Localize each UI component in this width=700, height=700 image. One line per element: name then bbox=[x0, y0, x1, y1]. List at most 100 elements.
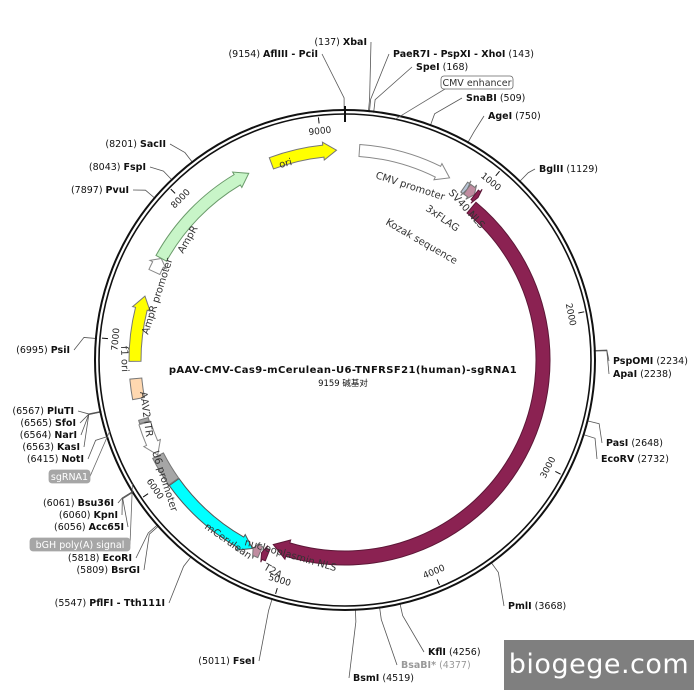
site-text-b: PflFI - Tth111I bbox=[89, 598, 165, 609]
site-pluti[interactable]: (6567) PluTI bbox=[12, 406, 74, 417]
tick-mark-5000 bbox=[275, 588, 278, 595]
site-text-b: (2238) bbox=[637, 369, 672, 380]
feature-t2a[interactable] bbox=[251, 541, 264, 559]
backbone-outer-ring bbox=[94, 109, 596, 611]
site-bsrgi[interactable]: (5809) BsrGI bbox=[76, 565, 140, 576]
site-apai[interactable]: ApaI (2238) bbox=[613, 369, 672, 380]
site-text-a: (6060) bbox=[59, 510, 94, 521]
site-pasi[interactable]: PasI (2648) bbox=[606, 438, 663, 449]
tick-mark-7000 bbox=[101, 337, 109, 340]
site-pflfi-tth111i[interactable]: (5547) PflFI - Tth111I bbox=[55, 598, 165, 609]
site-agei[interactable]: AgeI (750) bbox=[488, 111, 541, 122]
site-text-b: PsiI bbox=[51, 345, 70, 356]
feature-sgrna1[interactable] bbox=[138, 416, 150, 425]
feature-mcerulean[interactable] bbox=[168, 477, 254, 551]
feature-ampr[interactable] bbox=[155, 171, 250, 262]
site-nari[interactable]: (6564) NarI bbox=[20, 430, 77, 441]
site-ecori[interactable]: (5818) EcoRI bbox=[68, 553, 132, 564]
site-text-a: (137) bbox=[314, 37, 343, 48]
feature-cmv-promoter[interactable] bbox=[358, 143, 451, 181]
box-cmv-enhancer bbox=[440, 75, 514, 90]
feature-ampr-promoter[interactable] bbox=[148, 257, 168, 276]
site-leader-psii bbox=[73, 337, 97, 351]
box-label-bgh-poly-a-signal[interactable]: bGH poly(A) signal bbox=[36, 540, 125, 551]
site-leader-bsu36i bbox=[117, 490, 134, 504]
feature-bgh-poly-a-signal[interactable] bbox=[152, 452, 180, 486]
site-kasi[interactable]: (6563) KasI bbox=[22, 442, 80, 453]
site-leader-bsmi bbox=[348, 608, 357, 679]
site-pvui[interactable]: (7897) PvuI bbox=[71, 185, 129, 196]
site-noti[interactable]: (6415) NotI bbox=[27, 454, 84, 465]
feature-ori[interactable] bbox=[268, 141, 338, 170]
site-text-a: (7897) bbox=[71, 185, 106, 196]
site-text-a: EcoRV bbox=[601, 454, 635, 465]
site-text-b: (2732) bbox=[634, 454, 669, 465]
site-fsei[interactable]: (5011) FseI bbox=[198, 656, 255, 667]
site-text-b: FspI bbox=[124, 162, 146, 173]
site-leader-xbai bbox=[367, 41, 372, 113]
site-spei[interactable]: SpeI (168) bbox=[416, 62, 468, 73]
site-text-a: (5809) bbox=[76, 565, 111, 576]
box-label-sgrna1[interactable]: sgRNA1 bbox=[51, 472, 88, 483]
site-pmli[interactable]: PmlI (3668) bbox=[508, 601, 566, 612]
box-leader-sgrna1 bbox=[89, 431, 110, 477]
tick-mark-8000 bbox=[170, 188, 176, 194]
tick-label-9000: 9000 bbox=[308, 126, 332, 138]
site-fspi[interactable]: (8043) FspI bbox=[89, 162, 146, 173]
site-afliii-pcii[interactable]: (9154) AflIII - PciI bbox=[228, 49, 318, 60]
site-text-a: (6061) bbox=[43, 498, 78, 509]
feature-f1-ori[interactable] bbox=[128, 295, 151, 362]
site-psii[interactable]: (6995) PsiI bbox=[16, 345, 70, 356]
restriction-sites: (9154) AflIII - PciI(137) XbaI PaeR7I - P… bbox=[12, 37, 688, 684]
site-leader-agei bbox=[467, 115, 485, 144]
site-kfli[interactable]: KflI (4256) bbox=[428, 647, 481, 658]
site-leader-spei bbox=[373, 66, 413, 113]
feature-label-ori: ori bbox=[278, 157, 293, 171]
site-text-a: SnaBI bbox=[466, 93, 497, 104]
feature-label-aav2-itr: AAV2 ITR bbox=[137, 391, 154, 438]
site-text-b: PluTI bbox=[47, 406, 74, 417]
site-text-a: AgeI bbox=[488, 111, 512, 122]
plasmid-size: 9159 碱基对 bbox=[318, 378, 368, 389]
feature-label-3xflag: 3xFLAG bbox=[423, 203, 461, 234]
feature-sv40-nls[interactable] bbox=[470, 188, 483, 204]
feature-3xflag[interactable] bbox=[462, 183, 478, 200]
feature-kozak-sequence[interactable] bbox=[460, 180, 472, 196]
site-bsu36i[interactable]: (6061) Bsu36I bbox=[43, 498, 114, 509]
site-text-a: (8043) bbox=[89, 162, 124, 173]
site-ecorv[interactable]: EcoRV (2732) bbox=[601, 454, 669, 465]
site-kpni[interactable]: (6060) KpnI bbox=[59, 510, 118, 521]
site-text-b: Bsu36I bbox=[78, 498, 114, 509]
feature-nucleoplasmin-nls[interactable] bbox=[260, 545, 271, 563]
site-text-b: FseI bbox=[233, 656, 255, 667]
site-text-a: (6995) bbox=[16, 345, 51, 356]
site-text-a: PasI bbox=[606, 438, 628, 449]
box-sgrna1 bbox=[48, 469, 91, 484]
site-text-b: (168) bbox=[440, 62, 469, 73]
site-bsabi[interactable]: BsaBI* (4377) bbox=[401, 660, 471, 671]
feature-u6-promoter[interactable] bbox=[138, 420, 162, 456]
tick-mark-1000 bbox=[495, 170, 500, 177]
site-text-b: KasI bbox=[57, 442, 80, 453]
site-xbai[interactable]: (137) XbaI bbox=[314, 37, 367, 48]
site-text-a: PspOMI bbox=[613, 356, 653, 367]
site-bsmi[interactable]: BsmI (4519) bbox=[353, 673, 414, 684]
site-snabi[interactable]: SnaBI (509) bbox=[466, 93, 525, 104]
site-text-b: (2648) bbox=[628, 438, 663, 449]
site-leader-nari bbox=[80, 411, 102, 436]
site-sfoi[interactable]: (6565) SfoI bbox=[20, 418, 76, 429]
feature-cas9[interactable] bbox=[272, 201, 551, 566]
site-paer7i-pspxi-xhoi[interactable]: PaeR7I - PspXI - XhoI (143) bbox=[393, 49, 534, 60]
site-leader-pspomi bbox=[593, 349, 610, 362]
feature-aav2-itr[interactable] bbox=[129, 377, 146, 401]
site-leader-bsabi bbox=[379, 606, 398, 666]
site-pspomi[interactable]: PspOMI (2234) bbox=[613, 356, 688, 367]
box-label-cmv-enhancer[interactable]: CMV enhancer bbox=[442, 78, 511, 89]
site-sacii[interactable]: (8201) SacII bbox=[105, 139, 166, 150]
site-bglii[interactable]: BglII (1129) bbox=[539, 164, 598, 175]
site-text-b: BsrGI bbox=[111, 565, 140, 576]
site-acc65i[interactable]: (6056) Acc65I bbox=[54, 522, 124, 533]
tick-label-4000: 4000 bbox=[422, 563, 447, 581]
site-text-b: (4519) bbox=[379, 673, 414, 684]
site-text-a: (6564) bbox=[20, 430, 55, 441]
